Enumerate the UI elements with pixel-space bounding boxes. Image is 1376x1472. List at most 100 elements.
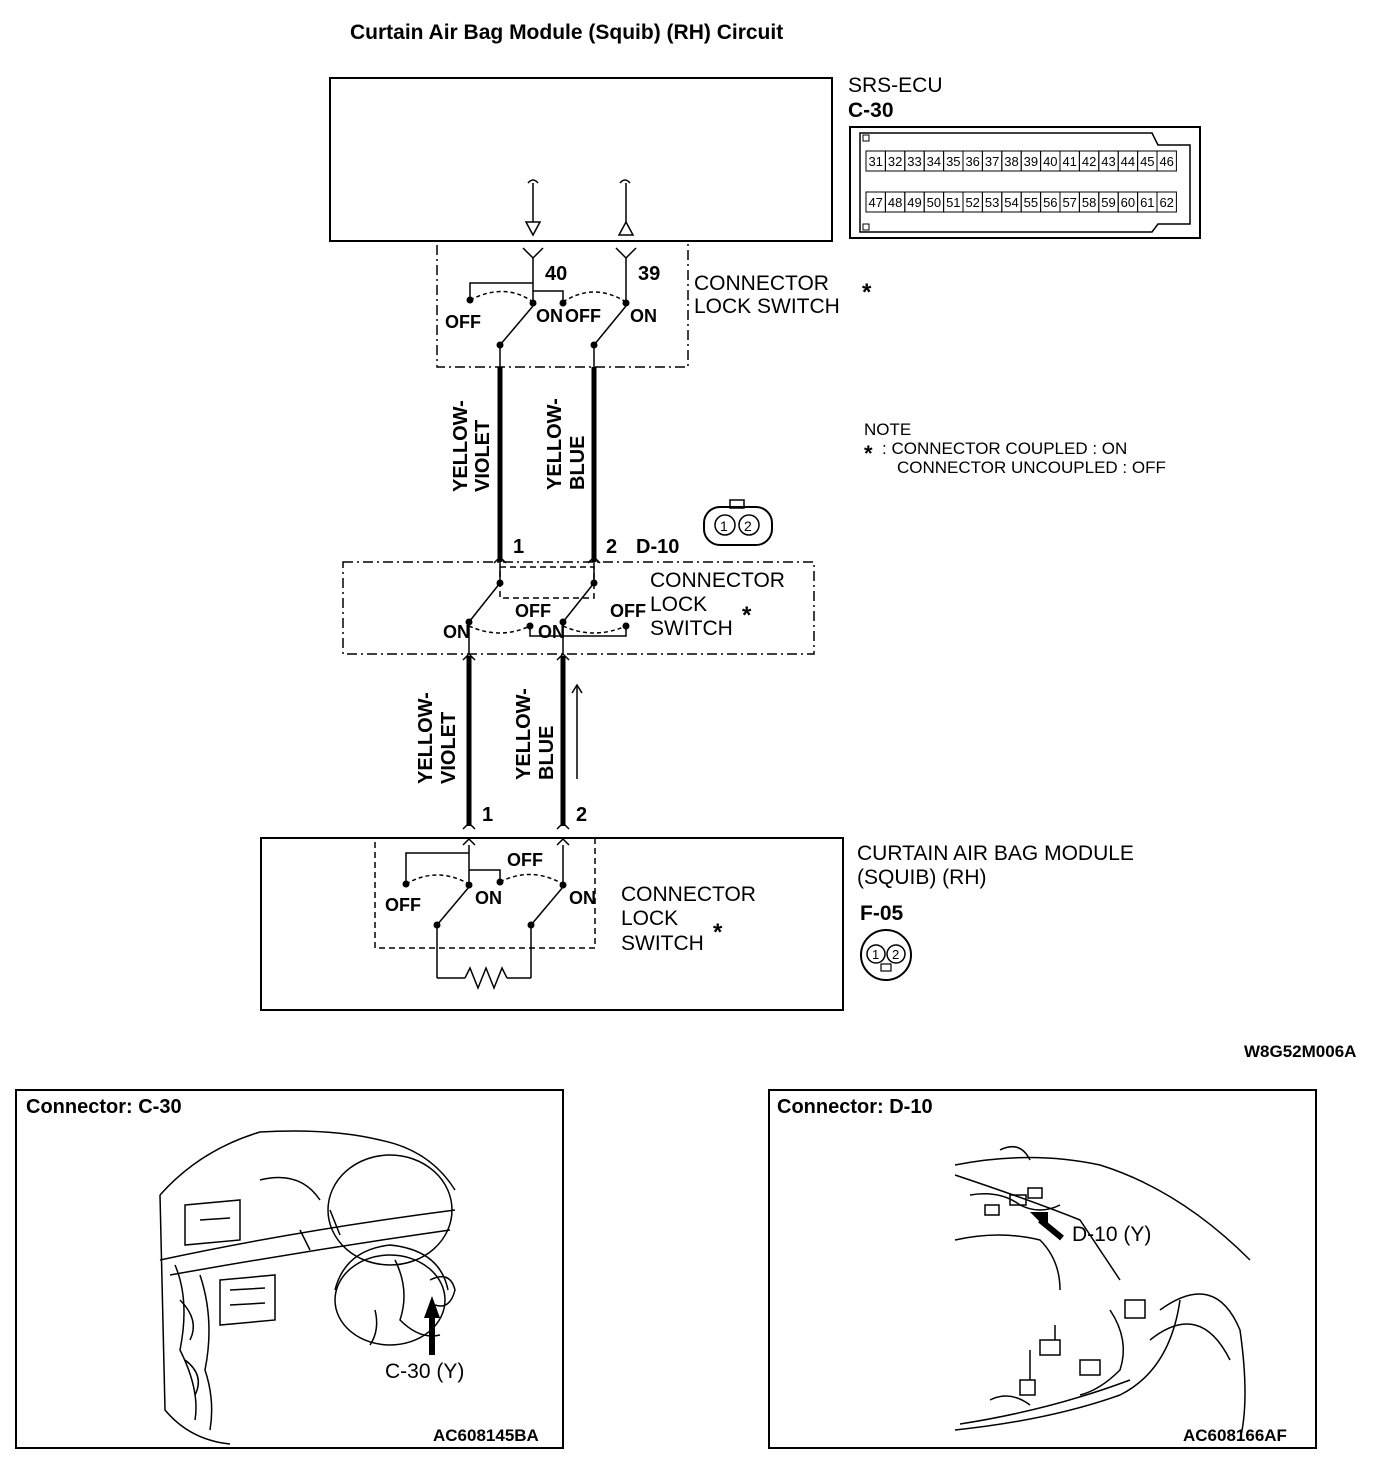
vehicle-body-illustration	[954, 1145, 1251, 1441]
c30-pin-number: 35	[946, 154, 960, 169]
c30-pin-number: 38	[1004, 154, 1018, 169]
d10-pin1-num: 1	[513, 536, 524, 558]
c30-pin-number: 49	[907, 195, 921, 210]
d10-face-pin1: 1	[720, 518, 728, 534]
top-switch-dots	[466, 296, 630, 349]
f05-face-pin2: 2	[892, 947, 899, 962]
c30-pin-number: 34	[927, 154, 941, 169]
module-name-line-2: (SQUIB) (RH)	[857, 866, 987, 889]
mid-on-label-1: ON	[443, 622, 470, 642]
wire-label-yv-upper-2: VIOLET	[472, 420, 494, 492]
bottom-on-label-1: ON	[475, 888, 502, 908]
mid-lock-switch-label-1: CONNECTOR	[650, 569, 785, 592]
ecu-terminal-39: 39	[638, 263, 660, 285]
top-lock-switch-label-1: CONNECTOR	[694, 272, 829, 295]
wire-label-yv-upper-1: YELLOW-	[450, 400, 472, 492]
bottom-lock-switch-box	[374, 837, 596, 949]
mid-lock-switch-label-3: SWITCH	[650, 617, 733, 640]
top-lock-switch-star: *	[862, 279, 872, 306]
panel-d10-code: AC608166AF	[1183, 1426, 1287, 1445]
top-lock-switch-label-2: LOCK SWITCH	[694, 295, 840, 318]
c30-pin-number: 31	[868, 154, 882, 169]
d10-face-pin2: 2	[744, 518, 752, 534]
c30-pin-number: 41	[1062, 154, 1076, 169]
mid-lock-switch-label-2: LOCK	[650, 593, 707, 616]
bottom-off-label-left: OFF	[385, 895, 421, 915]
c30-pin-number: 56	[1043, 195, 1057, 210]
wire-label-yv-lower-2: VIOLET	[438, 712, 460, 784]
c30-pin-number: 58	[1082, 195, 1096, 210]
note-star: *	[864, 441, 873, 466]
top-lock-switch-box	[436, 240, 689, 368]
ecu-name: SRS-ECU	[848, 74, 943, 97]
diagram-code: W8G52M006A	[1244, 1042, 1356, 1061]
top-on-label-1: ON	[536, 306, 563, 326]
mid-lock-switch-star: *	[742, 602, 752, 629]
c30-pin-number: 46	[1159, 154, 1173, 169]
c30-pin-number: 53	[985, 195, 999, 210]
c30-pin-number: 42	[1082, 154, 1096, 169]
c30-pin-number: 51	[946, 195, 960, 210]
d10-connector-face	[703, 499, 773, 546]
bottom-switch-dots	[402, 878, 567, 929]
diagram-title: Curtain Air Bag Module (Squib) (RH) Circ…	[350, 21, 783, 44]
f05-pin2-num: 2	[576, 804, 587, 826]
c30-pin-number: 44	[1121, 154, 1135, 169]
top-off-label-1: OFF	[445, 312, 481, 332]
c30-pin-cell	[1156, 150, 1177, 172]
bottom-lock-switch-label-1: CONNECTOR	[621, 883, 756, 906]
bottom-lock-switch-label-3: SWITCH	[621, 932, 704, 955]
curtain-airbag-module-box	[260, 837, 844, 1011]
mid-off-label-1: OFF	[515, 601, 551, 621]
ecu-connector-id: C-30	[848, 99, 894, 122]
bottom-off-label-top: OFF	[507, 850, 543, 870]
current-flow-arrow	[571, 683, 583, 779]
mid-on-label-2: ON	[538, 622, 565, 642]
panel-d10-callout: D-10 (Y)	[1072, 1223, 1151, 1246]
wire-label-yb-upper-2: BLUE	[567, 436, 589, 490]
c30-pin-number: 37	[985, 154, 999, 169]
c30-pin-number: 45	[1140, 154, 1154, 169]
mid-lock-switch-box	[342, 561, 815, 655]
panel-d10-frame	[768, 1089, 1317, 1449]
mid-switch-dots	[465, 579, 630, 630]
panel-d10-title: Connector: D-10	[777, 1096, 933, 1118]
panel-c30-title: Connector: C-30	[26, 1096, 182, 1118]
ecu-terminal-40: 40	[545, 263, 567, 285]
note-heading: NOTE	[864, 420, 911, 439]
d10-pin2-num: 2	[606, 536, 617, 558]
c30-pin-number: 62	[1159, 195, 1173, 210]
module-connector-id: F-05	[860, 902, 904, 925]
c30-pin-number: 32	[888, 154, 902, 169]
d10-connector-id: D-10	[636, 536, 679, 558]
c30-pin-number: 47	[868, 195, 882, 210]
top-on-label-2: ON	[630, 306, 657, 326]
c30-pin-number: 36	[965, 154, 979, 169]
c30-pin-number: 39	[1024, 154, 1038, 169]
f05-connector-face	[860, 929, 912, 981]
c30-pin-number: 33	[907, 154, 921, 169]
c30-pin-cell	[1156, 191, 1177, 213]
note-line-2: CONNECTOR UNCOUPLED : OFF	[897, 458, 1166, 477]
c30-pin-number: 57	[1062, 195, 1076, 210]
wire-label-yv-lower-1: YELLOW-	[415, 692, 437, 784]
top-switch-graphics	[469, 247, 637, 367]
wire-label-yb-upper-1: YELLOW-	[544, 398, 566, 490]
wire-label-yb-lower-2: BLUE	[536, 726, 558, 780]
f05-face-pin1: 1	[872, 947, 879, 962]
c30-pin-number: 59	[1101, 195, 1115, 210]
c30-pin-number: 61	[1140, 195, 1154, 210]
panel-c30-callout: C-30 (Y)	[385, 1360, 464, 1383]
srs-ecu-box	[329, 77, 833, 242]
panel-c30-code: AC608145BA	[433, 1426, 539, 1445]
c30-pin-number: 60	[1121, 195, 1135, 210]
c30-pin-number: 40	[1043, 154, 1057, 169]
mid-off-label-2: OFF	[610, 601, 646, 621]
note-line-1: : CONNECTOR COUPLED : ON	[882, 439, 1127, 458]
c30-pin-number: 50	[927, 195, 941, 210]
c30-pin-number: 52	[965, 195, 979, 210]
bottom-lock-switch-star: *	[713, 919, 723, 946]
